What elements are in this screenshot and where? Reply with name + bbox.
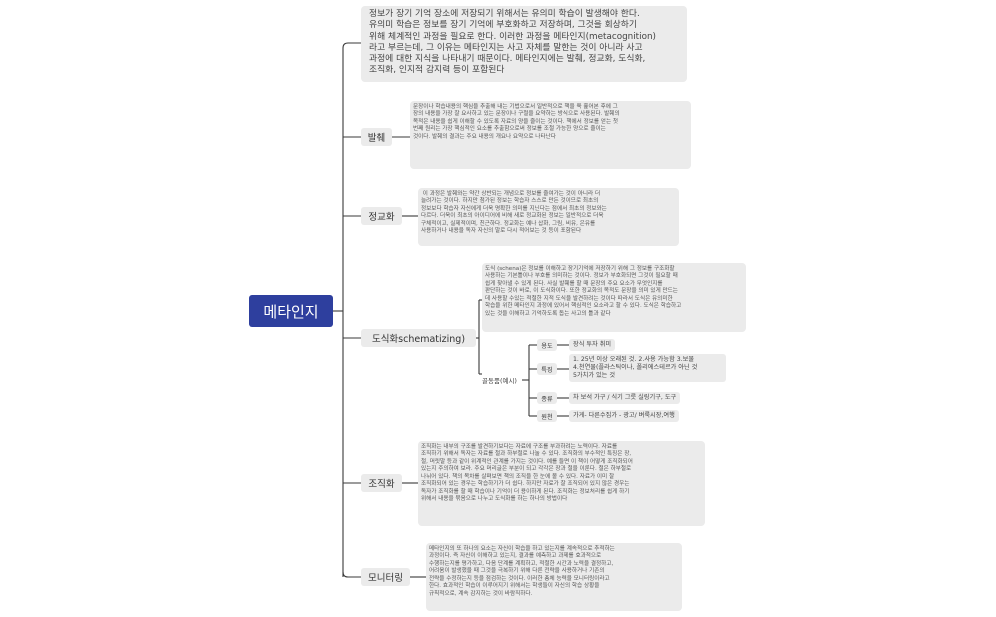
intro-text: 정보가 장기 기억 장소에 저장되기 위해서는 유의미 학습이 발생해야 한다.… xyxy=(369,9,656,76)
item-value-use[interactable]: 장식 투자 취미 xyxy=(569,339,616,352)
item-label-use[interactable]: 용도 xyxy=(537,339,557,351)
branch-label-schema[interactable]: 도식화schematizing) xyxy=(361,329,476,347)
excerpt-text: 문장이나 학습내용의 핵심을 추출해 내는 기법으로서 일반적으로 책을 쭉 훑… xyxy=(413,104,620,140)
branch-label-excerpt[interactable]: 발췌 xyxy=(361,128,392,146)
branch-text-excerpt[interactable]: 문장이나 학습내용의 핵심을 추출해 내는 기법으로서 일반적으로 책을 쭉 훑… xyxy=(410,101,691,169)
branch-label-monitoring[interactable]: 모니터링 xyxy=(361,568,410,586)
branch-connector-intro xyxy=(342,42,361,49)
branch-text-elaboration[interactable]: 이 과정은 발췌와는 약간 상반되는 개념으로 정보를 줄여가는 것이 아니라 … xyxy=(418,188,679,246)
root-node[interactable]: 메타인지 xyxy=(249,295,333,327)
example-label[interactable]: 골동품(예시) xyxy=(482,377,517,385)
item-label-feature[interactable]: 특징 xyxy=(537,363,557,375)
branch-text-organization[interactable]: 조직화는 내부의 구조를 발견하기보다는 자료에 구조를 부과하려는 노력이다.… xyxy=(418,441,705,526)
elaboration-text: 이 과정은 발췌와는 약간 상반되는 개념으로 정보를 줄여가는 것이 아니라 … xyxy=(421,191,607,235)
intro-node[interactable]: 정보가 장기 기억 장소에 저장되기 위해서는 유의미 학습이 발생해야 한다.… xyxy=(361,6,687,82)
item-value-feature[interactable]: 1. 25년 이상 오래된 것. 2.사용 가능함 3.보물 4.천연물(플라스… xyxy=(569,354,726,383)
item-value-type[interactable]: 차 보석 가구 / 식기 그릇 실링기구, 도구 xyxy=(569,392,681,405)
branch-label-organization[interactable]: 조직화 xyxy=(361,474,402,492)
branch-text-monitoring[interactable]: 메타인지의 또 하나의 요소는 자신이 학습을 하고 있는지를 계속적으로 추적… xyxy=(426,543,682,611)
organization-text: 조직화는 내부의 구조를 발견하기보다는 자료에 구조를 부과하려는 노력이다.… xyxy=(421,444,633,503)
item-label-source[interactable]: 원천 xyxy=(537,410,557,422)
branch-connector-monitoring xyxy=(342,571,361,578)
branch-text-schema[interactable]: 도식 (schena)은 정보를 이해하고 장기기억에 저장하기 위해 그 정보… xyxy=(482,263,746,332)
monitoring-text: 메타인지의 또 하나의 요소는 자신이 학습을 하고 있는지를 계속적으로 추적… xyxy=(429,546,615,597)
item-value-source[interactable]: 가게- 다른수집가 - 광고/ 벼룩시장,여행 xyxy=(569,410,679,423)
branch-label-elaboration[interactable]: 정교화 xyxy=(361,207,402,225)
item-label-type[interactable]: 종류 xyxy=(537,392,557,404)
schema-text: 도식 (schena)은 정보를 이해하고 장기기억에 저장하기 위해 그 정보… xyxy=(485,266,682,317)
